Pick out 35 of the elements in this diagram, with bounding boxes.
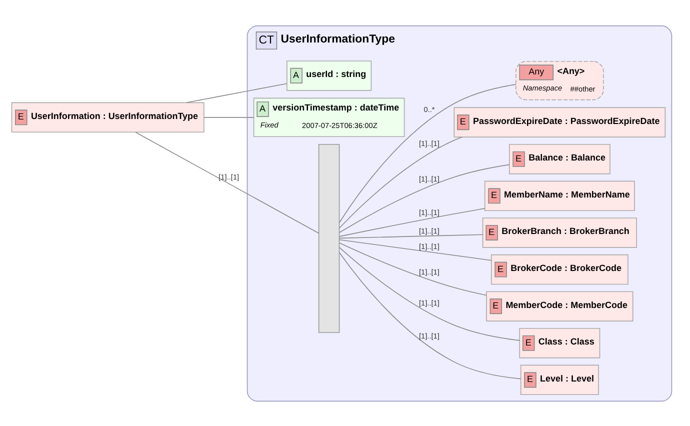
node-box: Any <Any> Namespace ##other xyxy=(516,60,604,100)
connector xyxy=(339,238,492,260)
connector xyxy=(204,116,254,118)
edge-label: 0..* xyxy=(424,104,435,114)
node-box: E MemberCode : MemberCode xyxy=(486,290,634,321)
node-box: E MemberName : MemberName xyxy=(484,180,635,211)
node-box: E Level : Level xyxy=(520,364,599,395)
connector xyxy=(338,246,520,340)
edge-label: [1]..[1] xyxy=(419,330,440,340)
node-box: E BrokerCode : BrokerCode xyxy=(490,254,628,284)
connector xyxy=(186,82,288,103)
node-box: E UserInformation : UserInformationType xyxy=(11,102,204,132)
node-box: E Class : Class xyxy=(519,327,600,358)
connector xyxy=(338,242,487,296)
edge-label: [1]..[1] xyxy=(419,174,440,183)
connector xyxy=(339,164,510,232)
connector xyxy=(338,136,463,228)
edge-label: [1]..[1] xyxy=(419,207,440,216)
node-box: E PasswordExpireDate : PasswordExpireDate xyxy=(454,106,666,137)
edge-label: [1]..[1] xyxy=(419,298,440,308)
node-box: A versionTimestamp : dateTime Fixed 2007-07-25T06:36:00Z xyxy=(253,97,405,137)
node-box: A userId : string xyxy=(286,60,372,90)
node-box: E BrokerBranch : BrokerBranch xyxy=(482,217,637,248)
edge-label: [1]..[1] xyxy=(419,226,440,236)
connector xyxy=(339,252,522,379)
connector xyxy=(135,131,320,234)
edge-label: [1]..[1] xyxy=(419,242,440,251)
connector xyxy=(338,84,516,223)
node-box: E Balance : Balance xyxy=(508,143,610,174)
connector xyxy=(339,234,484,238)
connector xyxy=(339,208,486,236)
edge-label: [1]..[1] xyxy=(419,267,440,276)
edge-label: [1]..[1] xyxy=(419,138,440,148)
edge-label: [1]..[1] xyxy=(218,172,240,182)
node-bar xyxy=(318,143,340,332)
